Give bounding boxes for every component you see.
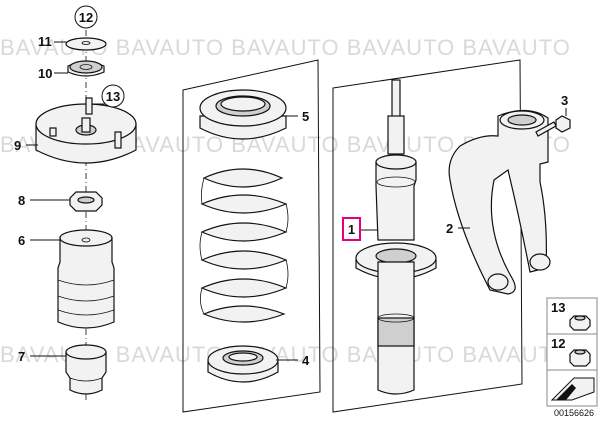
legend-label-13: 13	[551, 300, 565, 315]
part-lower-spring-pad	[207, 345, 279, 383]
callout-4: 4	[302, 353, 310, 368]
part-nut	[69, 191, 103, 212]
part-bump-stop	[65, 344, 107, 395]
arrow-fill	[556, 384, 576, 400]
part-upper-spring-pad	[199, 89, 287, 140]
callout-circle-12	[74, 5, 98, 29]
part-protective-boot	[57, 229, 115, 329]
part-bushing	[67, 60, 105, 77]
part-coil-spring	[199, 168, 289, 323]
callout-1-highlight-box[interactable]	[342, 217, 361, 241]
part-shock-absorber	[355, 79, 437, 395]
legend-nut-13-icon	[569, 315, 591, 331]
callout-5: 5	[302, 109, 309, 124]
strut-group	[332, 59, 571, 413]
callout-circle-13	[101, 84, 125, 108]
left-stack	[26, 30, 137, 400]
callout-1[interactable]: 1	[348, 222, 355, 237]
part-strut-mount	[35, 97, 137, 164]
part-strut-fork	[448, 109, 551, 295]
part-washer	[65, 37, 107, 51]
callout-13: 13	[106, 89, 120, 104]
callout-7: 7	[18, 349, 25, 364]
spring-group	[182, 59, 321, 413]
callout-8: 8	[18, 193, 25, 208]
diagram-id: 00156626	[554, 408, 594, 418]
callout-3: 3	[561, 93, 568, 108]
callout-11: 11	[38, 34, 52, 49]
callout-12: 12	[79, 10, 93, 25]
legend-label-12: 12	[551, 336, 565, 351]
part-bolt	[535, 115, 571, 137]
callout-2: 2	[446, 221, 453, 236]
legend-box	[546, 297, 598, 407]
callout-9: 9	[14, 138, 21, 153]
callout-6: 6	[18, 233, 25, 248]
legend-nut-12-icon	[569, 349, 591, 367]
callout-10: 10	[38, 66, 52, 81]
